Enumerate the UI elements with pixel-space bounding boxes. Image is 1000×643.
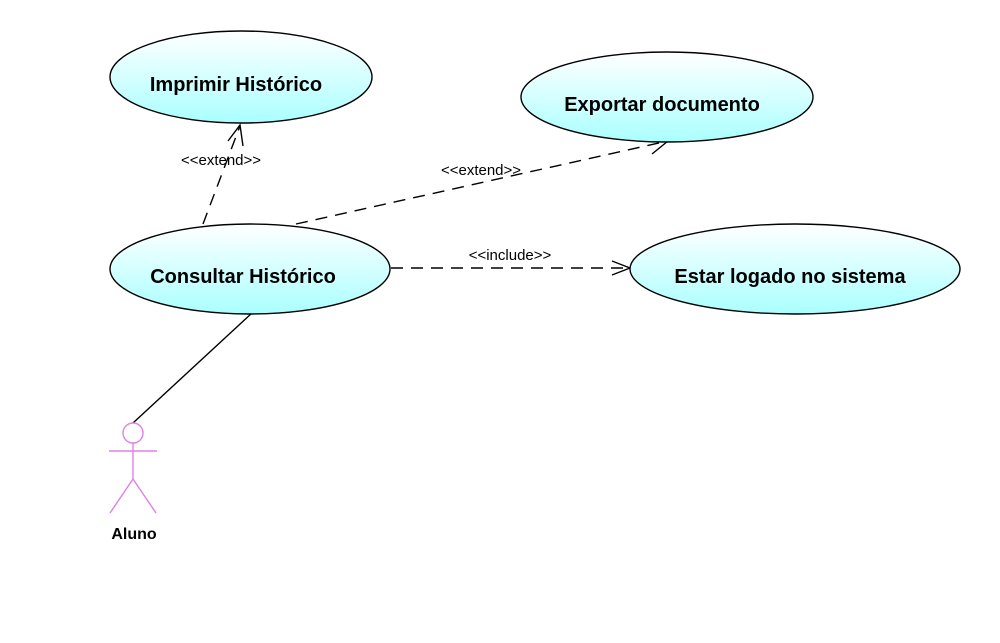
- stereotype-label-include-logado: <<include>>: [469, 247, 552, 264]
- extend-relation-exportar[interactable]: [295, 139, 670, 225]
- use-case-estar-logado[interactable]: Estar logado no sistema: [629, 223, 961, 315]
- use-case-ellipse: [109, 223, 391, 315]
- actor-aluno[interactable]: Aluno: [109, 422, 157, 543]
- use-case-label: Consultar Histórico: [150, 266, 336, 288]
- extend-relation-imprimir[interactable]: [202, 123, 244, 225]
- stereotype-label-extend-exportar: <<extend>>: [441, 162, 521, 179]
- use-case-label: Estar logado no sistema: [674, 266, 906, 288]
- stick-figure-icon: [109, 422, 157, 514]
- use-case-label: Imprimir Histórico: [150, 74, 322, 96]
- use-case-exportar-documento[interactable]: Exportar documento: [520, 51, 814, 143]
- actor-name: Aluno: [111, 526, 157, 543]
- use-case-imprimir-historico[interactable]: Imprimir Histórico: [109, 30, 373, 124]
- use-case-ellipse: [520, 51, 814, 143]
- association-line[interactable]: [132, 312, 253, 424]
- use-case-consultar-historico[interactable]: Consultar Histórico: [109, 223, 391, 315]
- use-case-ellipse: [109, 30, 373, 124]
- use-case-label: Exportar documento: [564, 94, 760, 116]
- use-case-ellipse: [629, 223, 961, 315]
- stereotype-label-extend-imprimir: <<extend>>: [181, 152, 261, 169]
